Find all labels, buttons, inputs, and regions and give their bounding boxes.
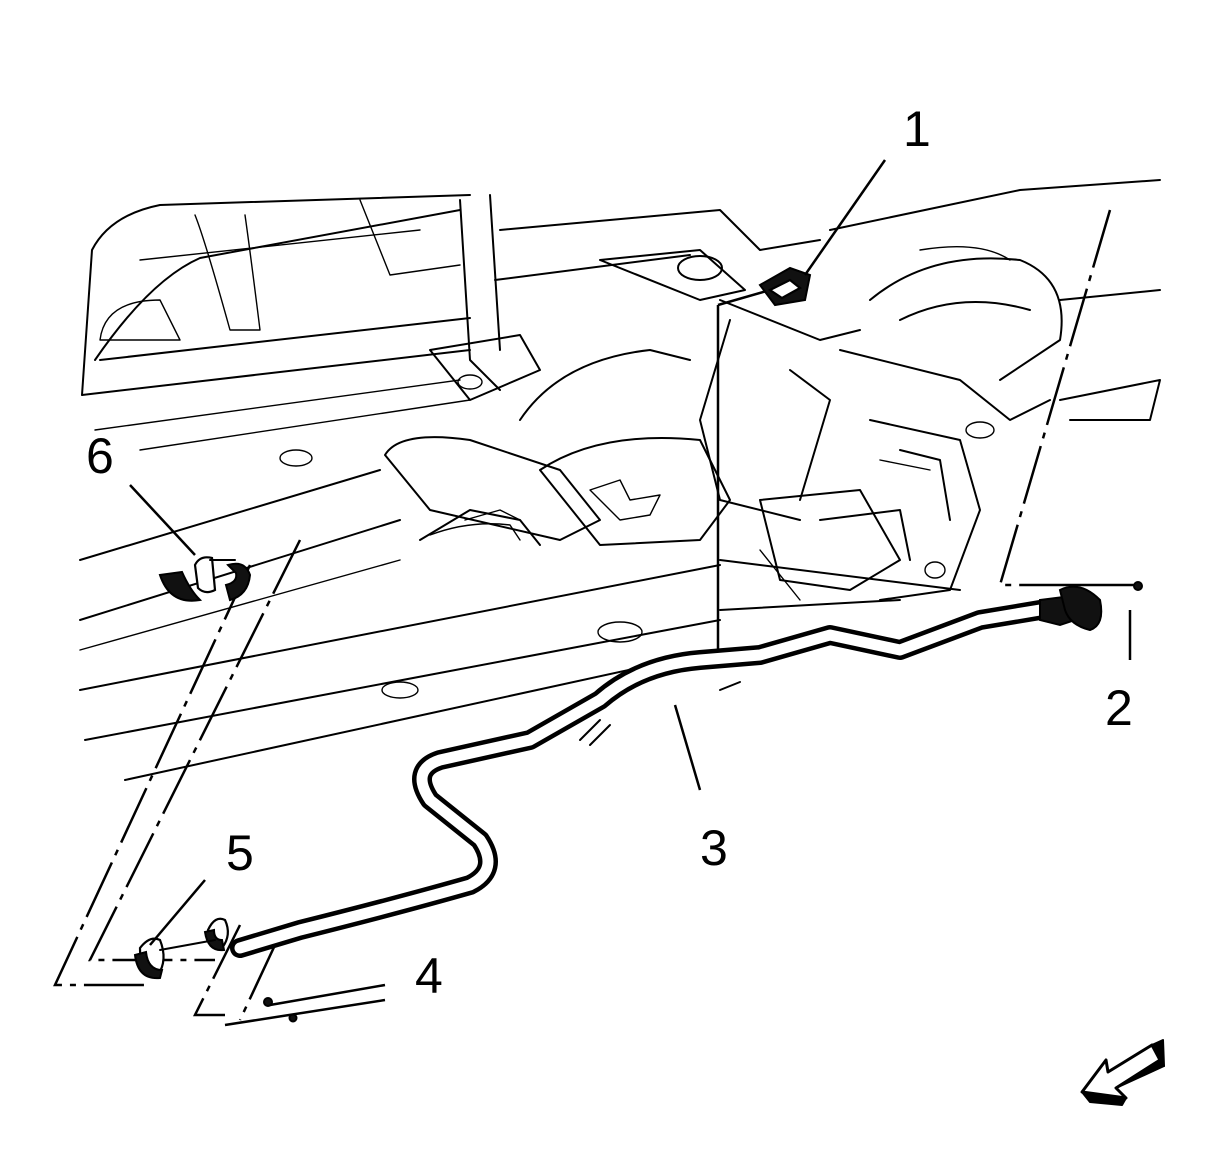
- exhaust-clamp: [133, 917, 229, 980]
- exploded-view-leaders: [53, 209, 1140, 1021]
- callout-label-4: 4: [415, 948, 443, 1004]
- callout-label-6: 6: [86, 428, 114, 484]
- callout-label-3: 3: [700, 820, 728, 876]
- front-exhaust-isolator: [158, 556, 252, 602]
- rear-hanger-bolt: [1058, 581, 1143, 632]
- callout-leaders: [129, 159, 1132, 946]
- exhaust-hanger-bracket: [758, 266, 812, 307]
- callout-label-2: 2: [1105, 680, 1133, 736]
- flange-nuts: [224, 983, 386, 1027]
- exhaust-pipe: [230, 593, 1092, 958]
- callout-label-5: 5: [226, 825, 254, 881]
- callout-labels: 1 2 3 4 5 6: [86, 101, 1133, 1004]
- vehicle-underbody: [79, 179, 1161, 781]
- callout-label-1: 1: [903, 101, 931, 157]
- front-direction-arrow-icon: [1080, 1039, 1165, 1106]
